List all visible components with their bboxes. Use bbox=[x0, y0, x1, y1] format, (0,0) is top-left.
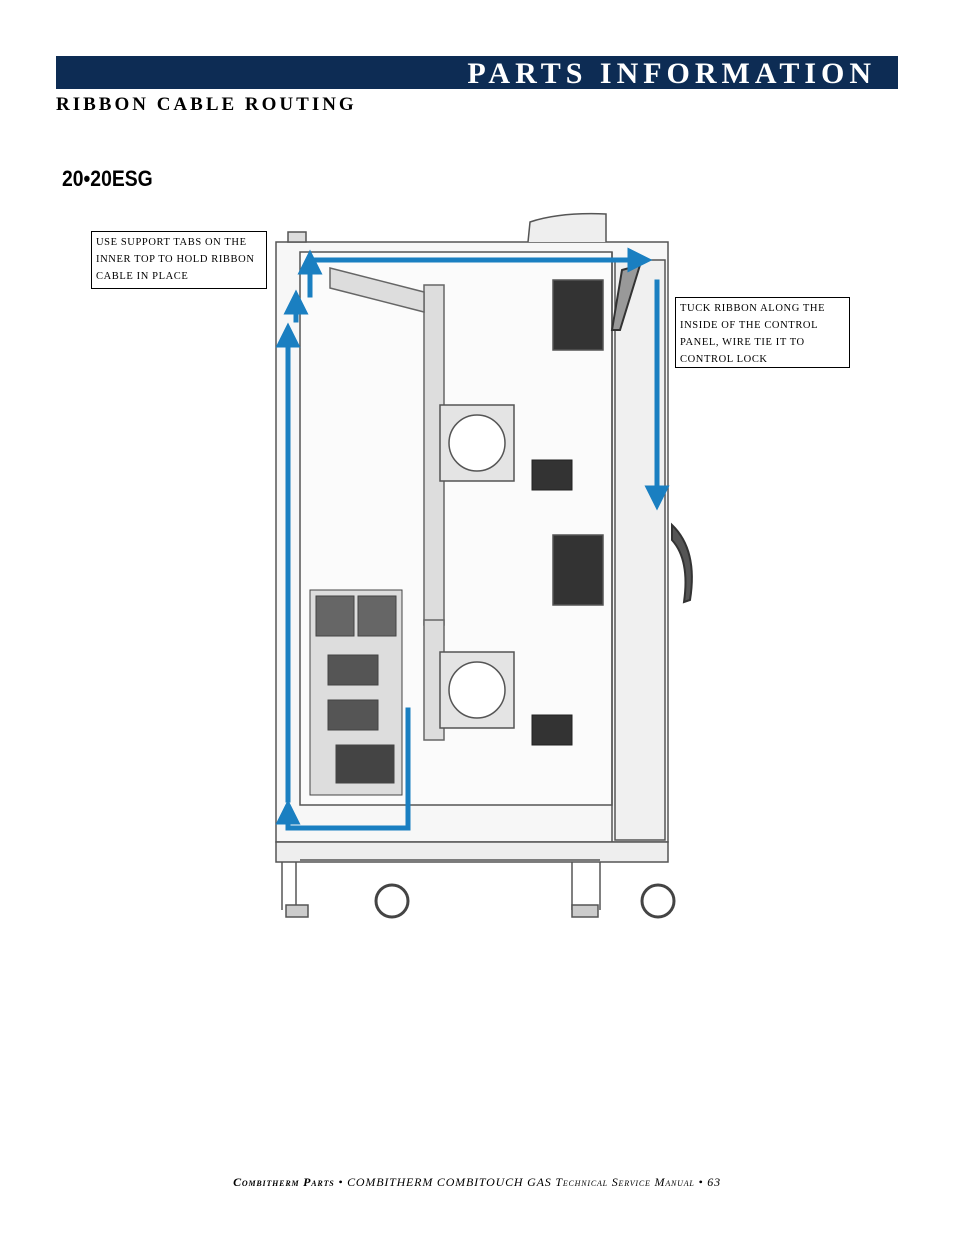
footer-manual-title: COMBITHERM COMBITOUCH GAS bbox=[347, 1175, 556, 1189]
callout-line: CONTROL LOCK bbox=[680, 354, 768, 365]
callout-line: INNER TOP TO HOLD RIBBON bbox=[96, 254, 255, 265]
footer-separator: • bbox=[694, 1175, 708, 1189]
section-title: RIBBON CABLE ROUTING bbox=[56, 94, 357, 115]
callout-line: CABLE IN PLACE bbox=[96, 271, 189, 282]
page-number: 63 bbox=[707, 1175, 721, 1189]
footer-separator: • bbox=[334, 1175, 348, 1189]
page-title: PARTS INFORMATION bbox=[467, 57, 876, 90]
callout-line: USE SUPPORT TABS ON THE bbox=[96, 237, 247, 248]
callout-line: INSIDE OF THE CONTROL bbox=[680, 320, 819, 331]
electrical-panel bbox=[309, 589, 403, 796]
callout-support-tabs: USE SUPPORT TABS ON THE INNER TOP TO HOL… bbox=[91, 231, 267, 289]
oven-cabinet bbox=[275, 212, 669, 918]
vent-pipe bbox=[329, 267, 445, 741]
gas-valves bbox=[531, 459, 573, 746]
callout-line: TUCK RIBBON ALONG THE bbox=[680, 303, 826, 314]
ribbon-cable-route bbox=[275, 247, 670, 831]
burner-blowers bbox=[439, 279, 604, 729]
footer-brand: Combitherm Parts bbox=[233, 1175, 335, 1189]
header-bar: PARTS INFORMATION bbox=[56, 56, 898, 90]
footer: Combitherm Parts • COMBITHERM COMBITOUCH… bbox=[0, 1175, 954, 1190]
door-handle bbox=[610, 263, 693, 604]
caster-wheels bbox=[374, 883, 676, 919]
model-title: 20•20ESG bbox=[62, 166, 153, 191]
callout-control-panel: TUCK RIBBON ALONG THE INSIDE OF THE CONT… bbox=[675, 297, 850, 368]
oven-diagram bbox=[275, 212, 693, 919]
footer-manual-subtitle: Technical Service Manual bbox=[555, 1175, 695, 1189]
callout-line: PANEL, WIRE TIE IT TO bbox=[680, 337, 805, 348]
